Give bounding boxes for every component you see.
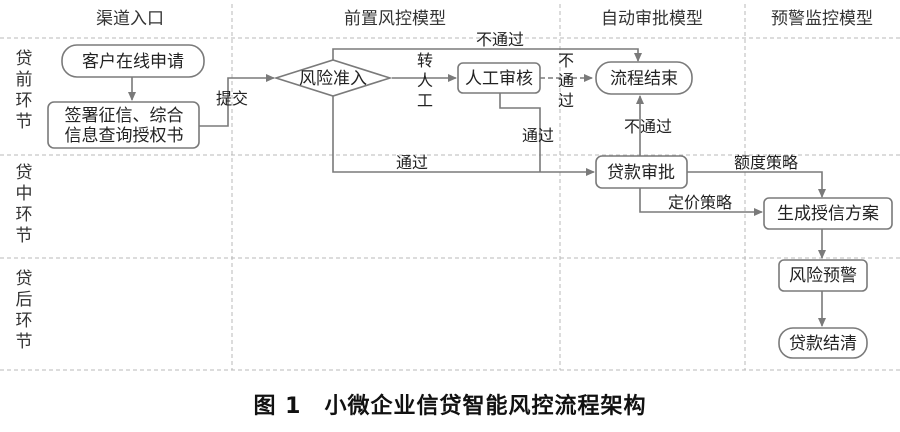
lane-header-warning-monitor: 预警监控模型 [771, 9, 873, 29]
svg-text:生成授信方案: 生成授信方案 [777, 204, 879, 224]
svg-text:风险准入: 风险准入 [299, 69, 367, 89]
svg-text:贷款审批: 贷款审批 [607, 163, 675, 183]
svg-text:转: 转 [417, 51, 433, 70]
row-header-post-loan: 贷 后 环 节 [16, 269, 33, 352]
svg-text:人工审核: 人工审核 [465, 69, 533, 89]
svg-text:风险预警: 风险预警 [789, 266, 857, 286]
edge-label-submit: 提交 [216, 89, 248, 108]
svg-text:环: 环 [16, 91, 33, 111]
figure-caption: 图 1 小微企业信贷智能风控流程架构 [254, 393, 647, 419]
svg-text:签署征信、综合: 签署征信、综合 [65, 106, 184, 126]
svg-text:贷: 贷 [16, 49, 33, 69]
connectors [128, 48, 826, 327]
node-loan-settle: 贷款结清 [778, 327, 868, 359]
svg-text:通: 通 [558, 71, 574, 90]
node-manual-review: 人工审核 [457, 62, 541, 94]
node-process-end: 流程结束 [595, 61, 693, 95]
lane-header-pre-risk: 前置风控模型 [344, 9, 446, 29]
svg-text:流程结束: 流程结束 [610, 69, 678, 89]
edge-label-pricing-strategy: 定价策略 [668, 193, 732, 212]
node-authorization: 签署征信、综合 信息查询授权书 [47, 101, 200, 149]
swimlane-grid [0, 4, 900, 371]
edge-label-fail-top: 不通过 [476, 30, 524, 49]
svg-text:客户在线申请: 客户在线申请 [82, 52, 184, 72]
svg-text:前: 前 [16, 70, 33, 90]
node-risk-warning: 风险预警 [778, 259, 868, 292]
node-customer-apply: 客户在线申请 [61, 44, 205, 78]
node-loan-approval: 贷款审批 [595, 155, 688, 189]
svg-text:贷: 贷 [16, 163, 33, 183]
svg-text:环: 环 [16, 311, 33, 331]
edge-label-to-manual: 转 人 工 [417, 51, 433, 110]
lane-header-channel: 渠道入口 [96, 9, 164, 29]
edge-label-pass-manual: 通过 [522, 126, 554, 145]
svg-text:节: 节 [16, 112, 33, 132]
svg-text:过: 过 [558, 91, 574, 110]
svg-text:贷: 贷 [16, 269, 33, 289]
edge-label-fail-approval: 不通过 [624, 117, 672, 136]
svg-text:中: 中 [16, 184, 33, 204]
svg-text:信息查询授权书: 信息查询授权书 [65, 126, 184, 146]
svg-text:节: 节 [16, 332, 33, 352]
row-header-pre-loan: 贷 前 环 节 [16, 49, 33, 132]
edge-label-fail-manual: 不 通 过 [558, 51, 574, 110]
edge-label-limit-strategy: 额度策略 [734, 153, 798, 172]
lane-header-auto-approval: 自动审批模型 [601, 9, 703, 29]
svg-text:环: 环 [16, 205, 33, 225]
svg-text:不: 不 [558, 51, 574, 70]
node-risk-access: 风险准入 [273, 59, 393, 97]
node-credit-plan: 生成授信方案 [763, 197, 893, 230]
svg-text:工: 工 [417, 91, 433, 110]
svg-text:人: 人 [417, 71, 433, 90]
svg-text:节: 节 [16, 226, 33, 246]
edge-label-pass-access: 通过 [396, 153, 428, 172]
svg-text:后: 后 [16, 290, 33, 310]
row-header-in-loan: 贷 中 环 节 [16, 163, 33, 246]
svg-text:贷款结清: 贷款结清 [789, 334, 857, 354]
